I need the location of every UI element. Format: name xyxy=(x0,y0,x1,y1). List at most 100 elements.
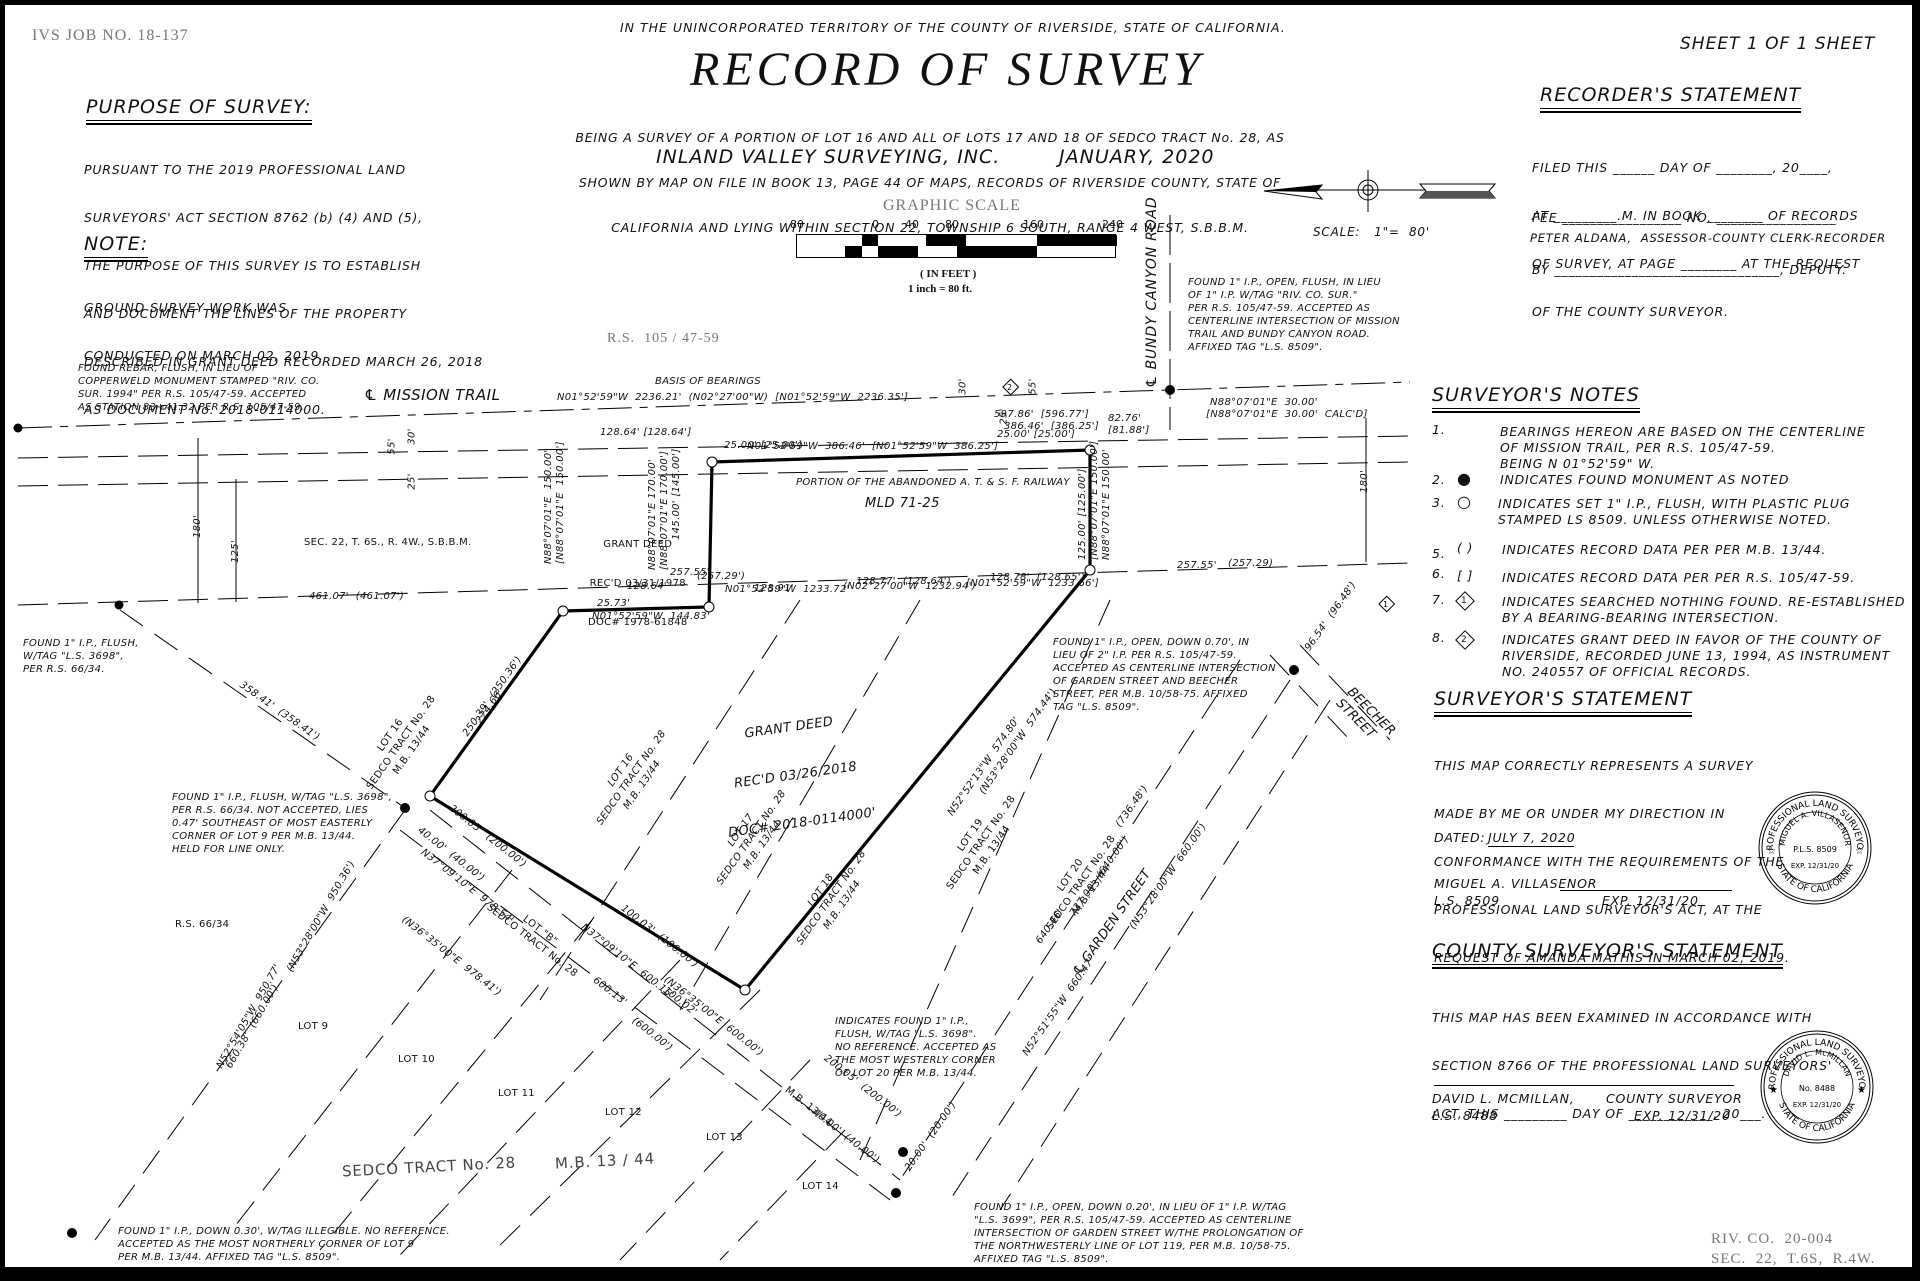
graphic-scale-title: GRAPHIC SCALE xyxy=(883,197,1021,214)
set-monument-icon: ○ xyxy=(1457,492,1472,511)
county-surveyor-name: DAVID L. MCMILLAN, xyxy=(1432,1091,1575,1106)
surveyor-license: L.S. 8509 xyxy=(1434,893,1500,908)
purpose-heading: PURPOSE OF SURVEY: xyxy=(86,96,312,125)
scale-tick: 80 xyxy=(945,218,959,231)
note-number: 5. xyxy=(1432,546,1446,561)
dimension-label: N01°52'59"W 1233.72' xyxy=(725,584,850,595)
brackets-icon: [ ] xyxy=(1457,568,1474,583)
note-number: 1. xyxy=(1432,422,1446,437)
callout-bundy: FOUND 1" I.P., OPEN, FLUSH, IN LIEU OF 1… xyxy=(1188,277,1400,353)
dated-value: JULY 7, 2020 xyxy=(1488,830,1576,847)
note-line: GROUND SURVEY WORK WAS xyxy=(84,300,288,315)
statement-line: REQUEST OF AMANDA MATHIS IN MARCH 02, 20… xyxy=(1434,950,1790,965)
callout-not-accepted: FOUND 1" I.P., FLUSH, W/TAG "L.S. 3698",… xyxy=(172,792,393,855)
dimension-label: 597.86' [596.77'] xyxy=(994,409,1090,420)
parentheses-icon: ( ) xyxy=(1457,540,1474,555)
note-text: INDICATES GRANT DEED IN FAVOR OF THE COU… xyxy=(1502,632,1891,679)
lot-label: LOT 11 xyxy=(498,1088,535,1099)
recorder-line: FILED THIS ______ DAY OF ________, 20___… xyxy=(1532,160,1833,175)
dimension-label: 386.46' [386.25'] xyxy=(1004,421,1100,432)
deed-line: DOC# 1978-61848 xyxy=(588,617,688,628)
signature-line xyxy=(1560,890,1732,891)
recorder-line: OF SURVEY, AT PAGE ________ AT THE REQUE… xyxy=(1532,256,1861,271)
surveyor-statement-heading: SURVEYOR'S STATEMENT xyxy=(1434,688,1693,717)
scale-tick: 40 xyxy=(905,218,919,231)
survey-date: JANUARY, 2020 xyxy=(1059,146,1215,168)
recorder-text: FILED THIS ______ DAY OF ________, 20___… xyxy=(1532,128,1860,336)
dimension-label: [N88°07'01"E 150.00'] xyxy=(555,441,566,564)
county-seal-icon: PROFESSIONAL LAND SURVEYOR DAVID L. McMI… xyxy=(1757,1027,1874,1144)
dimension-label: N01°52'59"W 144.83' xyxy=(592,611,710,622)
note-number: 3. xyxy=(1432,495,1446,510)
statement-line: THIS MAP CORRECTLY REPRESENTS A SURVEY xyxy=(1434,758,1754,773)
dimension-label: 128.78' (128.65') xyxy=(990,572,1086,583)
callout-garden-beecher: FOUND 1" I.P., OPEN, DOWN 0.70', IN LIEU… xyxy=(1053,637,1276,713)
county-statement-text: THIS MAP HAS BEEN EXAMINED IN ACCORDANCE… xyxy=(1432,978,1832,1138)
svg-text:★: ★ xyxy=(1857,1085,1866,1096)
scale-tick: 0 xyxy=(872,218,879,231)
scale-tick: 160 xyxy=(1023,218,1044,231)
callout-lot-9: FOUND 1" I.P., DOWN 0.30', W/TAG ILLEGIB… xyxy=(118,1226,450,1263)
north-arrow-scale: SCALE: 1"= 80' xyxy=(1313,225,1430,239)
note-number: 2. xyxy=(1432,472,1446,487)
deed-line: GRANT DEED xyxy=(603,539,673,550)
surveyor-notes-heading: SURVEYOR'S NOTES xyxy=(1432,384,1640,413)
surveyor-expiration: EXP. 12/31/20 xyxy=(1602,893,1699,908)
svg-text:EXP. 12/31/20: EXP. 12/31/20 xyxy=(1793,1101,1841,1109)
dimension-label: N88°07'01"E 30.00' xyxy=(1210,397,1318,408)
diamond-2-label: 2 xyxy=(1461,635,1468,645)
dimension-label: 55' xyxy=(1027,378,1039,395)
note-number: 8. xyxy=(1432,630,1446,645)
dimension-label: N01°52'59"W 386.46' [N01°52'59"W 386.25'… xyxy=(747,441,999,452)
dimension-label: 128.64' [128.64'] xyxy=(600,427,692,438)
dimension-label: 461.07' (461.07') xyxy=(309,591,405,602)
statement-line: MADE BY ME OR UNDER MY DIRECTION IN xyxy=(1434,806,1726,821)
svg-text:No. 8488: No. 8488 xyxy=(1799,1084,1835,1093)
dimension-label: 55' xyxy=(386,438,398,455)
recorder-heading: RECORDER'S STATEMENT xyxy=(1540,84,1802,113)
bundy-canyon-label: ℄ BUNDY CANYON ROAD xyxy=(1144,196,1160,389)
scale-bar xyxy=(796,234,1117,258)
grant-deed-1978: GRANT DEED REC'D 03/31/1978 DOC# 1978-61… xyxy=(588,512,687,642)
deed-line: GRANT DEED xyxy=(743,714,835,742)
county-line: ACT, THIS _________ DAY OF ____________,… xyxy=(1432,1106,1767,1121)
svg-text:PROFESSIONAL LAND SURVEYOR: PROFESSIONAL LAND SURVEYOR xyxy=(1757,1027,1866,1090)
dimension-label: [N88°07'01"E 170.00'] xyxy=(659,450,670,570)
lot-label: LOT 12 xyxy=(605,1107,642,1118)
recorder-by-line: BY ________________________________, DEP… xyxy=(1532,262,1847,277)
company-name: INLAND VALLEY SURVEYING, INC. xyxy=(656,146,1001,168)
description-line: SHOWN BY MAP ON FILE IN BOOK 13, PAGE 44… xyxy=(578,175,1282,190)
lot-label: LOT 9 xyxy=(298,1021,329,1032)
surveyor-statement-text: THIS MAP CORRECTLY REPRESENTS A SURVEY M… xyxy=(1434,726,1790,982)
section-label: SEC. 22, T. 6S., R. 4W., S.B.B.M. xyxy=(304,537,472,548)
note-text: GROUND SURVEY WORK WAS CONDUCTED ON MARC… xyxy=(84,268,324,380)
dimension-label: 25' xyxy=(998,408,1010,425)
recorder-name: PETER ALDANA, ASSESSOR-COUNTY CLERK-RECO… xyxy=(1530,231,1886,245)
note-text: INDICATES RECORD DATA PER PER M.B. 13/44… xyxy=(1502,542,1827,557)
dimension-label: 125' xyxy=(230,539,242,564)
note-text: INDICATES FOUND MONUMENT AS NOTED xyxy=(1500,472,1790,487)
county-line: SECTION 8766 OF THE PROFESSIONAL LAND SU… xyxy=(1432,1058,1833,1073)
statement-line: PROFESSIONAL LAND SURVEYOR'S ACT, AT THE xyxy=(1434,902,1763,917)
dimension-label: (N02°27'00"W 1232.94') xyxy=(843,581,977,592)
note-text: INDICATES RECORD DATA PER PER R.S. 105/4… xyxy=(1502,570,1855,585)
callout-flush-3698: FOUND 1" I.P., FLUSH, W/TAG "L.S. 3698",… xyxy=(23,638,139,675)
dimension-label: [N88°07'01"E 30.00' CALC'D] xyxy=(1206,409,1368,420)
dimension-label: (257.29) xyxy=(1228,558,1274,569)
surveyor-seal-icon: PROFESSIONAL LAND SURVEYOR MIGUEL A. VIL… xyxy=(1755,788,1872,905)
note-number: 7. xyxy=(1432,592,1446,607)
note-line: CONDUCTED ON MARCH 02, 2019. xyxy=(84,348,324,363)
county-statement-heading: COUNTY SURVEYOR'S STATEMENT xyxy=(1432,940,1783,969)
svg-text:★: ★ xyxy=(1769,1085,1778,1096)
riv-co-number: RIV. CO. 20-004 xyxy=(1711,1231,1833,1247)
svg-text:☆: ☆ xyxy=(1767,846,1776,857)
job-number: IVS JOB NO. 18-137 xyxy=(32,27,189,44)
found-monument-icon: ● xyxy=(1457,469,1472,488)
dimension-label: 257.55' xyxy=(670,567,710,578)
lot-label: LOT 13 xyxy=(706,1132,743,1143)
note-number: 6. xyxy=(1432,566,1446,581)
mld-label: MLD 71-25 xyxy=(865,496,940,511)
callout-rebar: FOUND REBAR, FLUSH, IN LIEU OF COPPERWEL… xyxy=(78,363,320,413)
dimension-label: [81.88'] xyxy=(1108,425,1150,436)
